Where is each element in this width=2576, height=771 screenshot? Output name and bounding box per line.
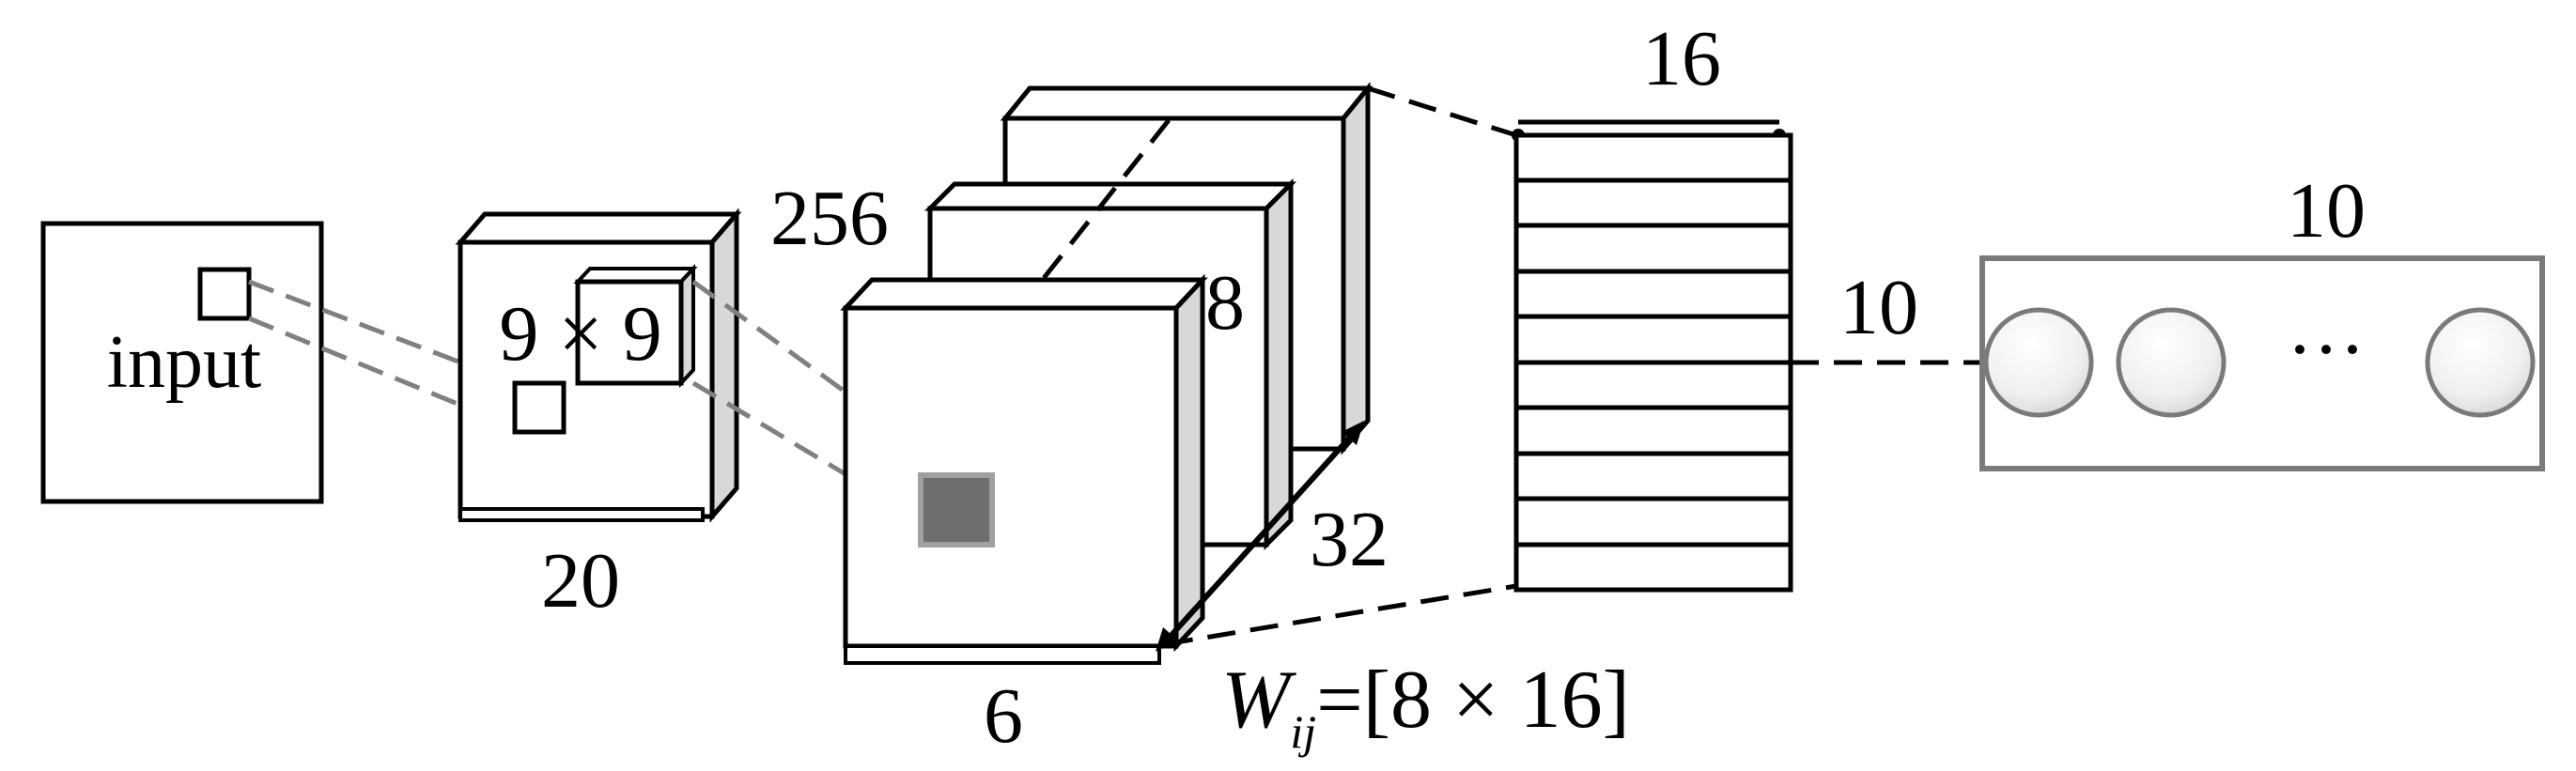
output-node [1983,307,2094,418]
connector-line [1164,583,1517,647]
grid-dimension-arrow [1162,429,1358,645]
conv1-unit [512,380,566,435]
conv1-block: 9 × 9 20 [455,208,742,625]
primary-back-side [1341,81,1371,455]
input-receptive-field [197,267,252,321]
primary-front-face [843,305,1179,649]
digit-count-label: 10 [1839,264,1918,351]
primary-front-side [1173,273,1205,653]
output-node [2116,307,2227,418]
conv1-top-face [455,211,742,245]
connector-line [1367,85,1517,138]
weight-value: =[8 × 16] [1316,655,1630,746]
input-label: input [107,321,261,404]
weight-subscript: ij [1290,705,1316,758]
input-square [40,221,324,504]
vector-dim-label: 8 [1205,259,1245,347]
digit-caps-rows [1516,177,1791,547]
digit-caps-matrix: 16 10 [1512,15,1918,593]
output-node [2425,307,2536,418]
conv1-size-label: 20 [541,537,620,625]
arrow-head-up [1342,421,1364,445]
output-count-label: 10 [2287,167,2366,254]
input-block: input [40,221,324,504]
primary-to-digit-connectors [1164,85,1517,647]
kernel-label: 9 × 9 [499,290,661,378]
primary-front-top [840,277,1208,311]
connector-line [691,279,962,478]
primary-mid-side [1264,177,1294,551]
arrow-head-down [1156,627,1178,652]
conv1-side-face [709,208,739,523]
conv1-bottom-slab [458,507,705,522]
primary-back-top [1000,85,1373,121]
output-layer: ··· 10 [1979,167,2545,471]
weight-symbol: W [1221,655,1296,746]
output-ellipsis: ··· [2287,306,2366,393]
digit-width-label: 16 [1642,15,1721,102]
primary-capsule-cell [918,472,995,547]
capsule-vector-line [1032,118,1171,293]
grid-size-label: 32 [1310,496,1389,583]
primary-bottom-slab [844,644,1161,665]
depth-label: 256 [770,175,889,262]
primary-size-label: 6 [984,672,1023,760]
kernel-front-face [575,279,684,386]
primary-caps-stack: 256 8 32 6 [770,81,1389,760]
weight-matrix-label: Wij=[8 × 16] [1221,655,1630,758]
